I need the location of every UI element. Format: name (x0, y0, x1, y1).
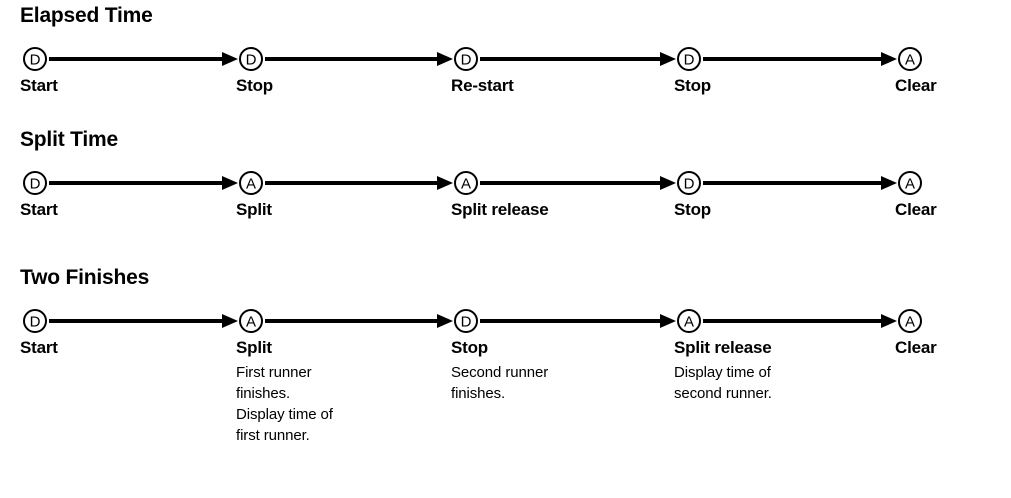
arrow-head-icon (881, 314, 897, 328)
node-label: Stop (674, 76, 711, 95)
badge-letter: A (246, 314, 256, 331)
badge-letter: D (684, 52, 695, 69)
node-badge-a: A (239, 171, 263, 195)
badge-circle-icon (239, 47, 263, 71)
arrow-head-icon (437, 314, 453, 328)
arrow-head-icon (222, 52, 238, 66)
node-label: Clear (895, 76, 937, 95)
node-badge-d: D (454, 47, 478, 71)
section-title: Split Time (20, 128, 118, 151)
node-label: Split release (451, 200, 549, 219)
badge-letter: D (30, 314, 41, 331)
badge-letter: A (905, 314, 915, 331)
arrow-head-icon (437, 52, 453, 66)
arrow-head-icon (660, 52, 676, 66)
badge-letter: A (461, 176, 471, 193)
badge-circle-icon (898, 171, 922, 195)
node-badge-d: D (677, 47, 701, 71)
badge-letter: D (684, 176, 695, 193)
badge-circle-icon (239, 309, 263, 333)
badge-circle-icon (677, 47, 701, 71)
badge-letter: D (30, 176, 41, 193)
node-description: Second runner finishes. (451, 364, 549, 402)
arrow-head-icon (660, 314, 676, 328)
node-badge-a: A (898, 309, 922, 333)
node-label: Clear (895, 338, 937, 357)
node-label: Start (20, 76, 58, 95)
badge-circle-icon (898, 309, 922, 333)
badge-circle-icon (23, 47, 47, 71)
badge-letter: A (905, 176, 915, 193)
badge-circle-icon (454, 171, 478, 195)
badge-circle-icon (677, 171, 701, 195)
badge-circle-icon (454, 47, 478, 71)
node-label: Stop (236, 76, 273, 95)
node-badge-d: D (677, 171, 701, 195)
node-badge-a: A (454, 171, 478, 195)
badge-circle-icon (23, 171, 47, 195)
node-description: Display time of second runner. (674, 364, 772, 402)
badge-circle-icon (23, 309, 47, 333)
badge-circle-icon (454, 309, 478, 333)
badge-letter: D (461, 52, 472, 69)
arrow-head-icon (881, 176, 897, 190)
node-badge-a: A (239, 309, 263, 333)
badge-circle-icon (239, 171, 263, 195)
arrow-head-icon (660, 176, 676, 190)
badge-letter: D (461, 314, 472, 331)
node-badge-a: A (898, 171, 922, 195)
section-title: Two Finishes (20, 266, 150, 289)
badge-letter: A (246, 176, 256, 193)
section-title: Elapsed Time (20, 4, 153, 27)
node-label: Split (236, 200, 272, 219)
badge-circle-icon (898, 47, 922, 71)
badge-letter: A (905, 52, 915, 69)
node-label: Stop (674, 200, 711, 219)
arrow-head-icon (222, 176, 238, 190)
node-label: Clear (895, 200, 937, 219)
node-badge-d: D (454, 309, 478, 333)
badge-letter: D (30, 52, 41, 69)
node-badge-d: D (23, 171, 47, 195)
node-description: First runner finishes. Display time of f… (236, 364, 333, 444)
node-badge-d: D (23, 47, 47, 71)
node-label: Split (236, 338, 272, 357)
node-badge-a: A (898, 47, 922, 71)
arrow-head-icon (881, 52, 897, 66)
node-badge-d: D (23, 309, 47, 333)
node-label: Start (20, 200, 58, 219)
node-label: Re-start (451, 76, 514, 95)
node-badge-d: D (239, 47, 263, 71)
node-label: Split release (674, 338, 772, 357)
arrow-head-icon (437, 176, 453, 190)
badge-letter: A (684, 314, 694, 331)
node-badge-a: A (677, 309, 701, 333)
node-label: Stop (451, 338, 488, 357)
node-label: Start (20, 338, 58, 357)
badge-circle-icon (677, 309, 701, 333)
arrow-head-icon (222, 314, 238, 328)
badge-letter: D (246, 52, 257, 69)
